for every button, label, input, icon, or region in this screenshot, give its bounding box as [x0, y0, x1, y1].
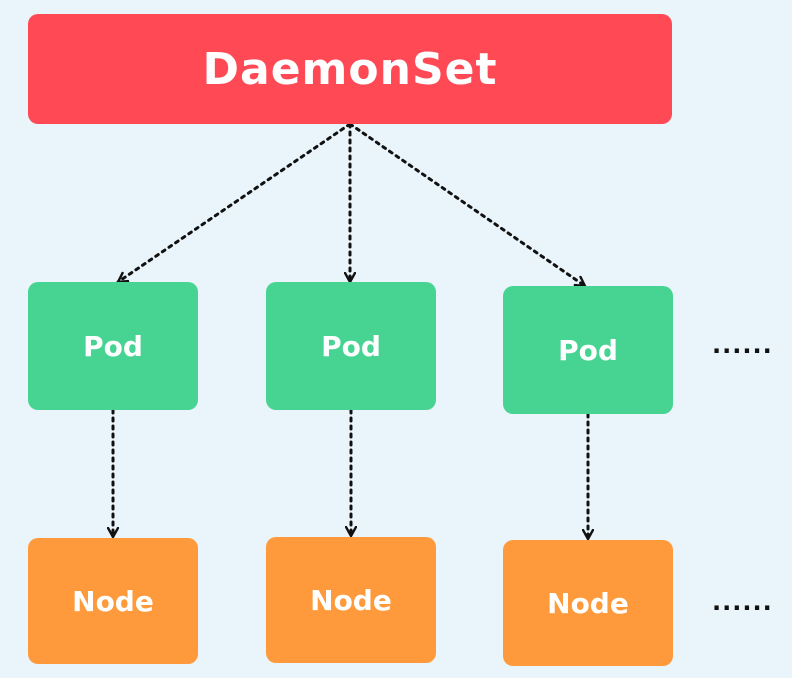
daemonset-box: DaemonSet — [28, 14, 672, 124]
pod-box-1: Pod — [28, 282, 198, 410]
daemonset-label: DaemonSet — [202, 43, 498, 95]
node-label: Node — [547, 586, 629, 620]
pod-box-3: Pod — [503, 286, 673, 414]
pod-label: Pod — [83, 329, 143, 363]
node-label: Node — [310, 583, 392, 617]
node-box-1: Node — [28, 538, 198, 664]
node-label: Node — [72, 584, 154, 618]
pod-box-2: Pod — [266, 282, 436, 410]
daemonset-to-pod-1-arrow — [116, 122, 352, 284]
pod-label: Pod — [558, 333, 618, 367]
node-box-3: Node — [503, 540, 673, 666]
daemonset-to-pod-3-arrow — [348, 122, 587, 288]
pod-label: Pod — [321, 329, 381, 363]
node-box-2: Node — [266, 537, 436, 663]
node-continuation-ellipsis: ...... — [712, 588, 773, 616]
pod-continuation-ellipsis: ...... — [712, 331, 773, 359]
